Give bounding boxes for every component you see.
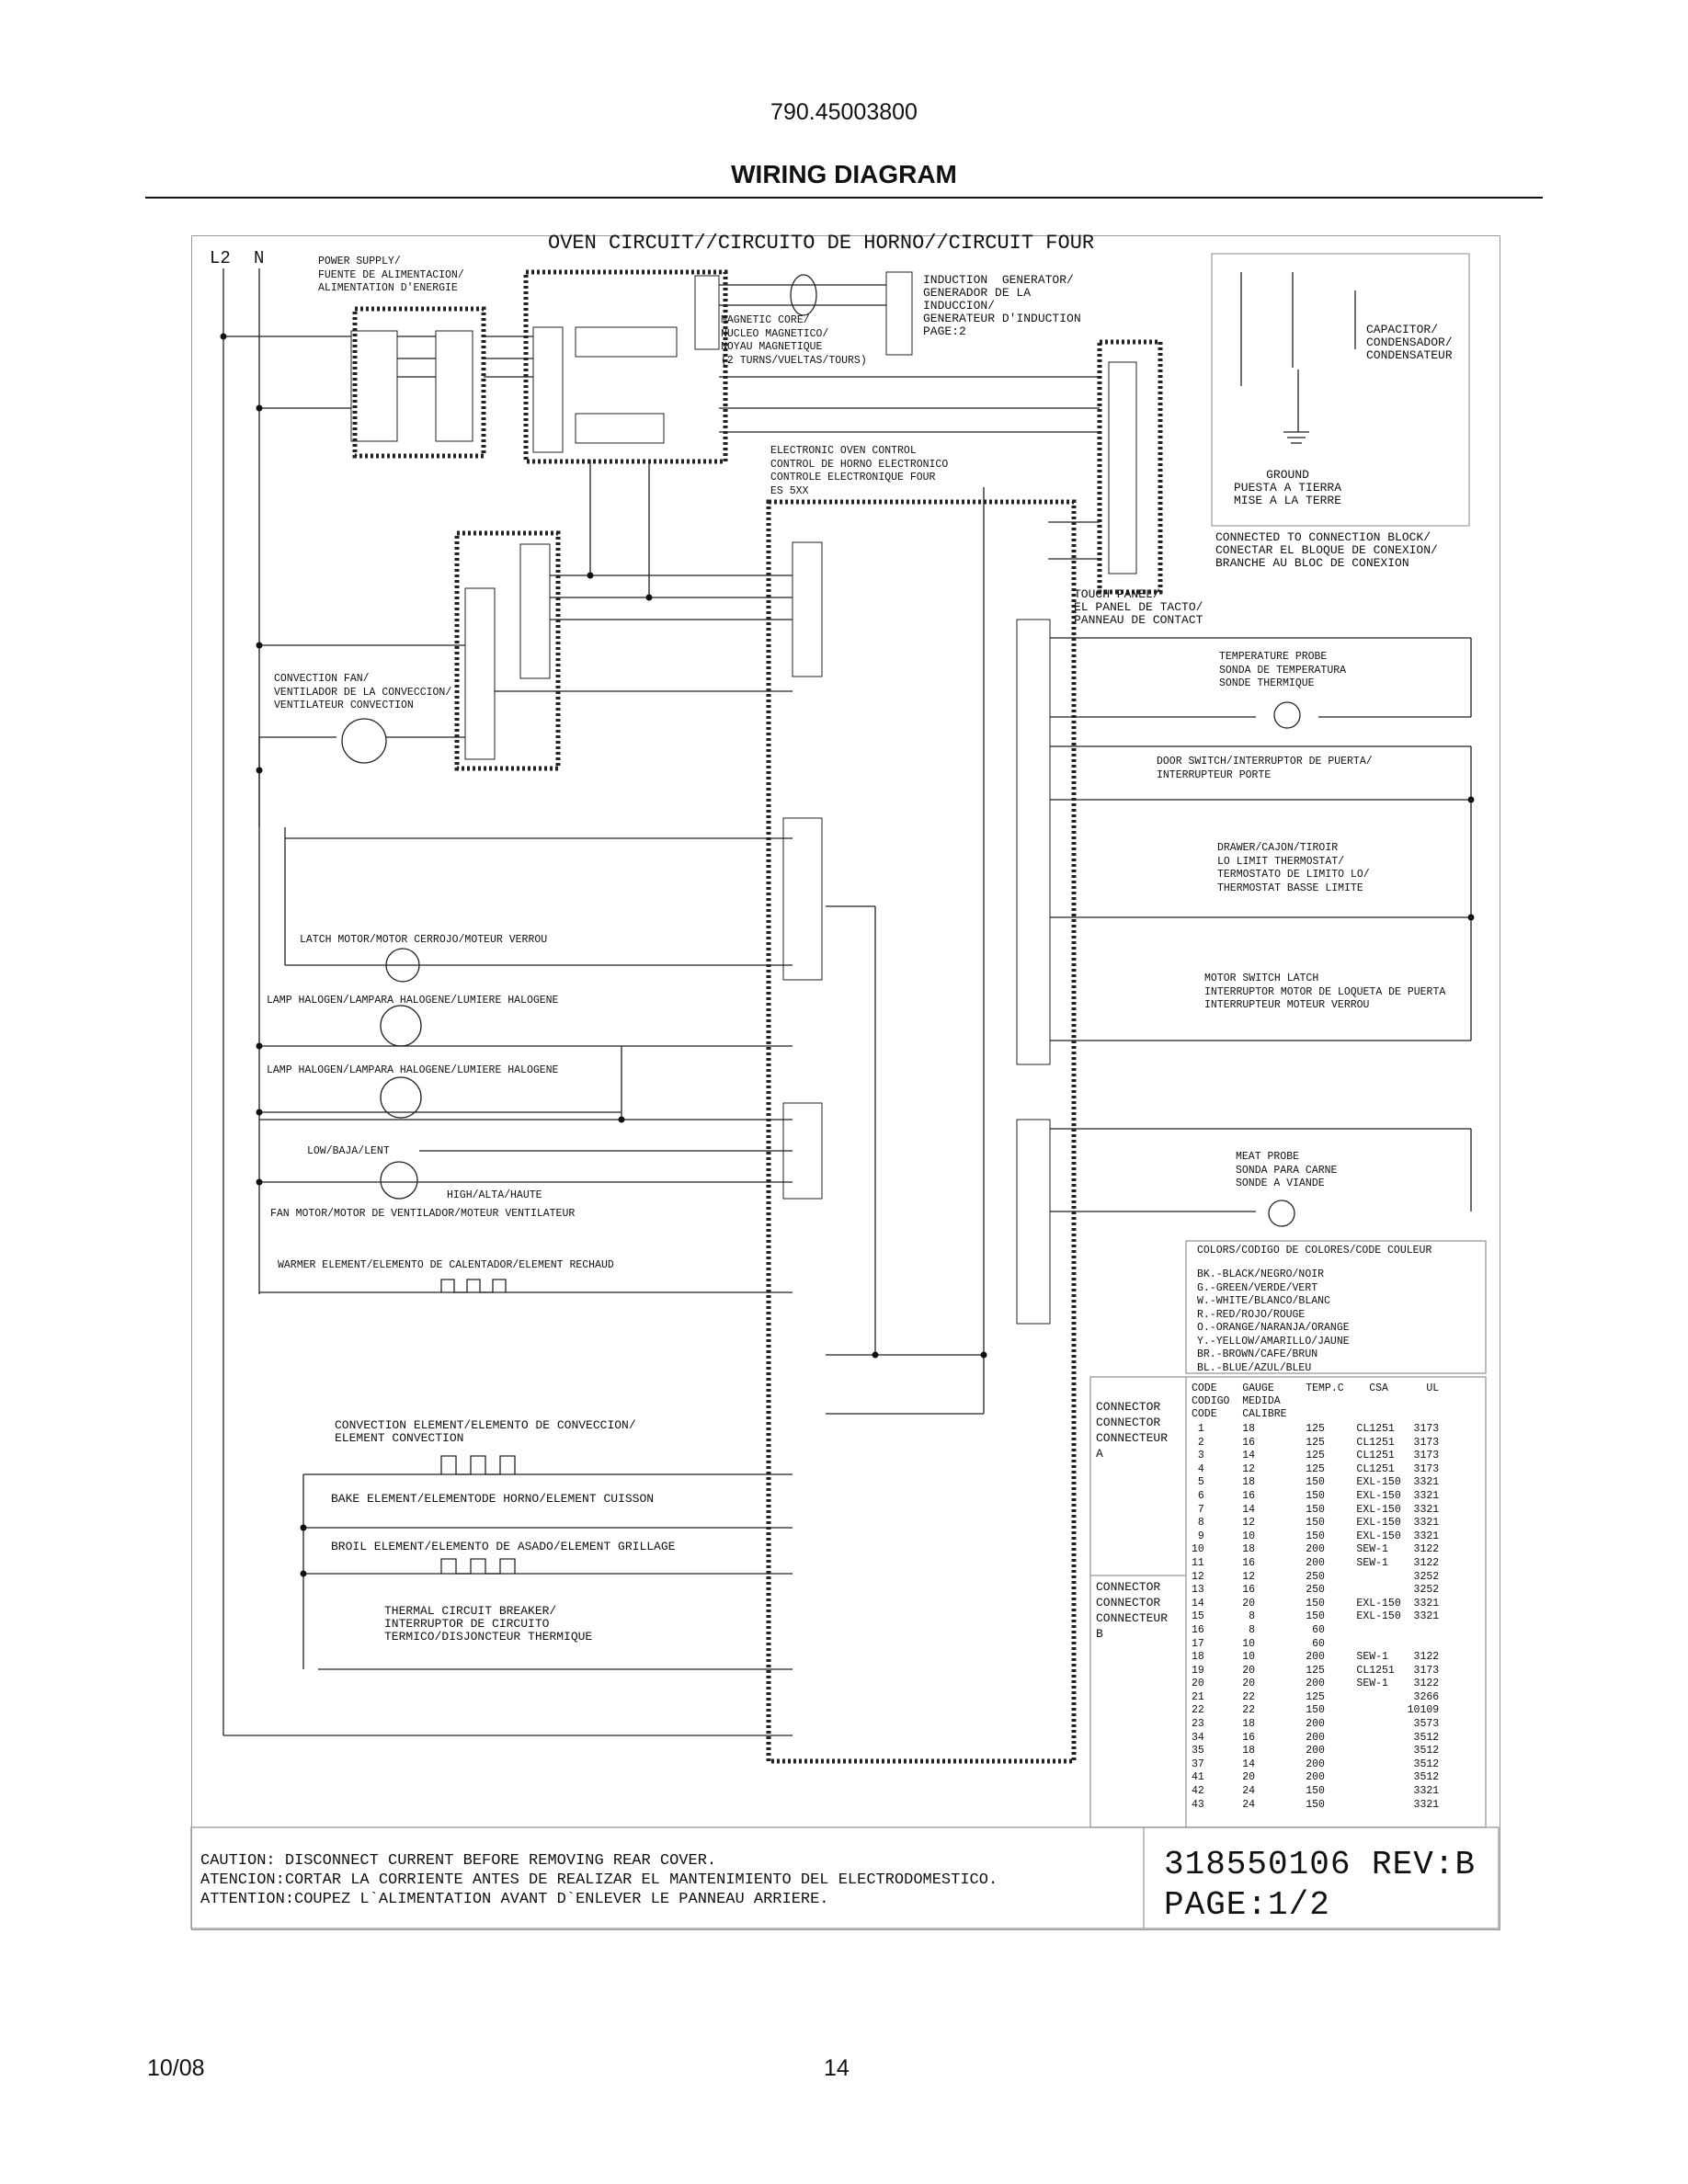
- connection-block-label: CONNECTED TO CONNECTION BLOCK/ CONECTAR …: [1215, 530, 1438, 570]
- title-rule: [145, 197, 1543, 199]
- part-number: 318550106 REV:B: [1164, 1846, 1477, 1883]
- footer-date: 10/08: [147, 2055, 205, 2081]
- lamp-halogen-label-1: LAMP HALOGEN/LAMPARA HALOGENE/LUMIERE HA…: [267, 995, 559, 1007]
- convection-fan-label: CONVECTION FAN/ VENTILADOR DE LA CONVECC…: [274, 673, 452, 711]
- fan-motor-label: FAN MOTOR/MOTOR DE VENTILADOR/MOTEUR VEN…: [270, 1208, 576, 1220]
- thermal-breaker-label: THERMAL CIRCUIT BREAKER/ INTERRUPTOR DE …: [384, 1604, 593, 1644]
- fan-high-label: HIGH/ALTA/HAUTE: [447, 1189, 542, 1201]
- caution-text: CAUTION: DISCONNECT CURRENT BEFORE REMOV…: [200, 1852, 998, 1908]
- page-title: WIRING DIAGRAM: [731, 160, 957, 188]
- ground-label: GROUND PUESTA A TIERRA MISE A LA TERRE: [1234, 468, 1342, 507]
- latch-motor-label: LATCH MOTOR/MOTOR CERROJO/MOTEUR VERROU: [300, 934, 548, 946]
- meat-probe-label: MEAT PROBE SONDA PARA CARNE SONDE A VIAN…: [1236, 1151, 1338, 1189]
- label-n: N: [254, 248, 265, 268]
- label-l2: L2: [210, 248, 231, 268]
- page-ref: PAGE:1/2: [1164, 1886, 1330, 1924]
- connector-a-label: CONNECTOR CONNECTOR CONNECTEUR A: [1096, 1400, 1169, 1461]
- gauge-table-rows: 1 18 125 CL1251 3173 2 16 125 CL1251 317…: [1192, 1423, 1440, 1811]
- diagram-frame: [191, 235, 1500, 1930]
- warmer-element-label: WARMER ELEMENT/ELEMENTO DE CALENTADOR/EL…: [278, 1259, 614, 1271]
- colors-title: COLORS/CODIGO DE COLORES/CODE COULEUR: [1197, 1245, 1432, 1257]
- broil-element-label: BROIL ELEMENT/ELEMENTO DE ASADO/ELEMENT …: [331, 1540, 676, 1553]
- eoc-label: ELECTRONIC OVEN CONTROL CONTROL DE HORNO…: [770, 445, 949, 497]
- door-switch-label: DOOR SWITCH/INTERRUPTOR DE PUERTA/ INTER…: [1157, 756, 1373, 781]
- induction-generator-label: INDUCTION GENERATOR/ GENERADOR DE LA IND…: [923, 273, 1081, 338]
- convection-element-label: CONVECTION ELEMENT/ELEMENTO DE CONVECCIO…: [335, 1418, 636, 1445]
- lamp-halogen-label-2: LAMP HALOGEN/LAMPARA HALOGENE/LUMIERE HA…: [267, 1064, 559, 1076]
- bake-element-label: BAKE ELEMENT/ELEMENTODE HORNO/ELEMENT CU…: [331, 1492, 655, 1506]
- gauge-table-header: CODE GAUGE TEMP.C CSA UL CODIGO MEDIDA C…: [1192, 1382, 1440, 1420]
- oven-circuit-title: OVEN CIRCUIT//CIRCUITO DE HORNO//CIRCUIT…: [548, 232, 1095, 255]
- drawer-thermostat-label: DRAWER/CAJON/TIROIR LO LIMIT THERMOSTAT/…: [1217, 842, 1370, 894]
- power-supply-label: POWER SUPPLY/ FUENTE DE ALIMENTACION/ AL…: [318, 256, 464, 294]
- motor-switch-label: MOTOR SWITCH LATCH INTERRUPTOR MOTOR DE …: [1204, 973, 1446, 1011]
- magnetic-core-label: MAGNETIC CORE/ NUCLEO MAGNETICO/ NOYAU M…: [721, 314, 867, 367]
- footer-page: 14: [824, 2055, 850, 2081]
- fan-low-label: LOW/BAJA/LENT: [307, 1145, 390, 1157]
- temperature-probe-label: TEMPERATURE PROBE SONDA DE TEMPERATURA S…: [1219, 651, 1347, 689]
- model-number: 790.45003800: [770, 99, 918, 125]
- capacitor-label: CAPACITOR/ CONDENSADOR/ CONDENSATEUR: [1366, 323, 1453, 362]
- connector-b-label: CONNECTOR CONNECTOR CONNECTEUR B: [1096, 1580, 1169, 1641]
- color-code-list: BK.-BLACK/NEGRO/NOIR G.-GREEN/VERDE/VERT…: [1197, 1268, 1350, 1374]
- touch-panel-label: TOUCH PANEL/ EL PANEL DE TACTO/ PANNEAU …: [1074, 587, 1203, 627]
